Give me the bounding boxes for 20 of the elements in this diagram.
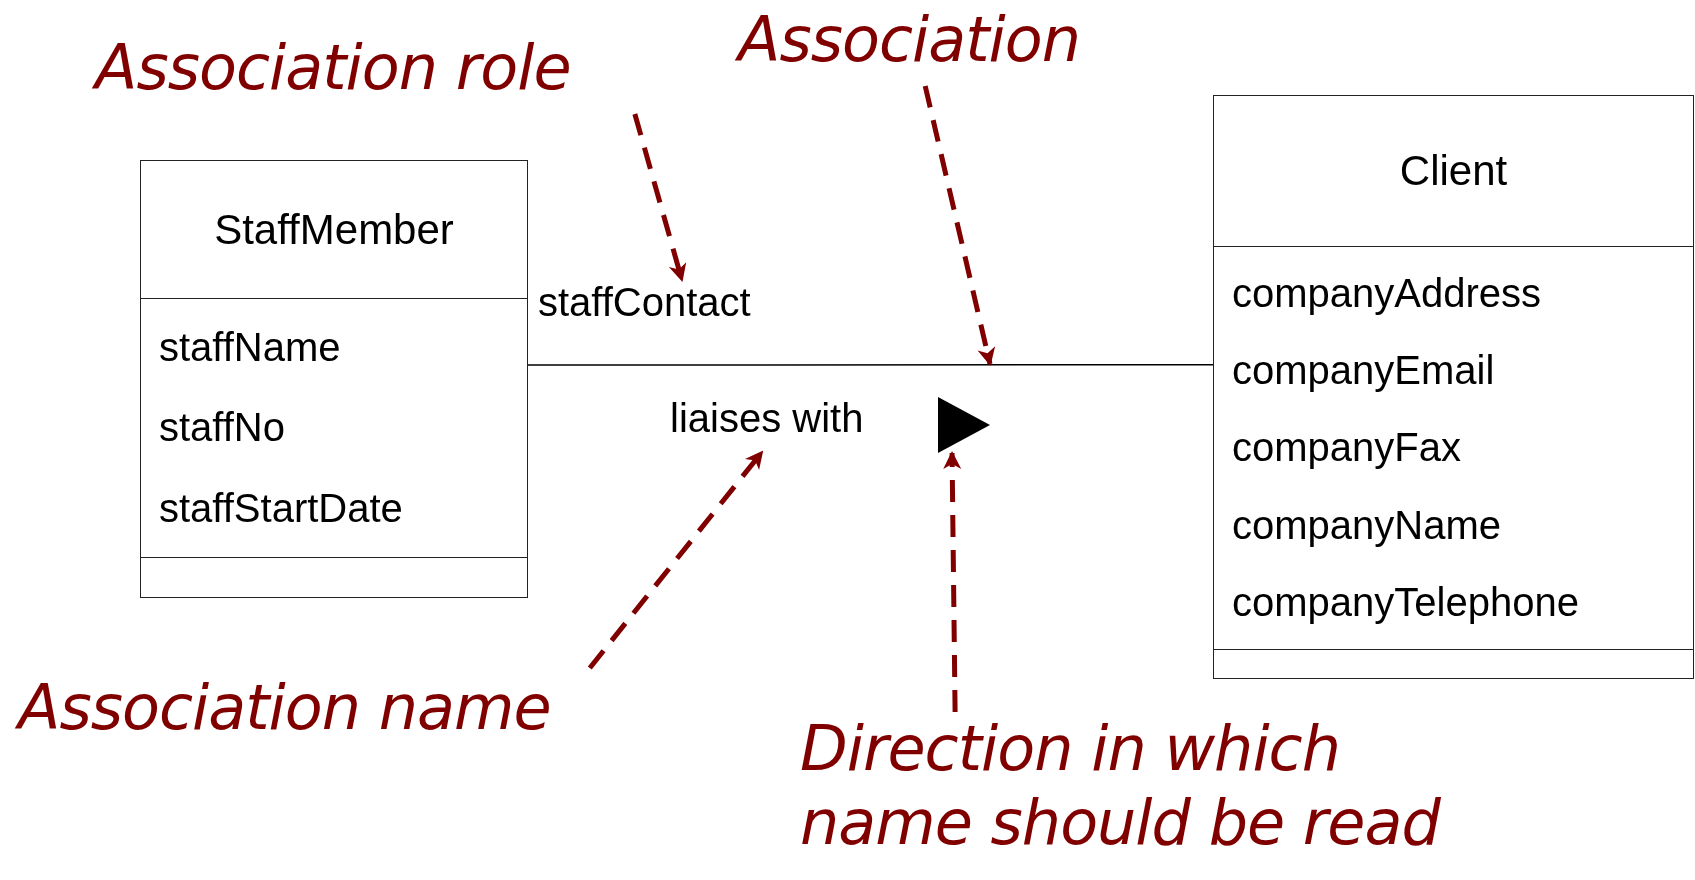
role-label: staffContact xyxy=(538,280,752,325)
attribute-text: staffStartDate xyxy=(159,486,404,532)
attribute-text: staffName xyxy=(159,324,342,370)
attribute-text: companyTelephone xyxy=(1232,579,1580,625)
attribute-text: companyName xyxy=(1232,502,1502,548)
annotation-text: Direction in which name should be read xyxy=(800,712,1440,861)
leader-arrow xyxy=(587,450,764,670)
class-name: Client xyxy=(1399,147,1508,195)
class-name: StaffMember xyxy=(214,205,454,254)
association-line xyxy=(527,364,1214,366)
association-name-label: liaises with xyxy=(670,396,865,441)
attribute-text: companyEmail xyxy=(1232,348,1496,394)
leader-arrow xyxy=(943,451,962,713)
attribute-text: staffNo xyxy=(159,405,286,451)
leader-arrow xyxy=(632,113,687,282)
attribute-text: companyAddress xyxy=(1232,271,1543,317)
leader-arrow xyxy=(922,85,996,366)
class-box xyxy=(140,160,528,598)
class-box xyxy=(1213,95,1694,679)
attribute-text: companyFax xyxy=(1232,425,1462,471)
